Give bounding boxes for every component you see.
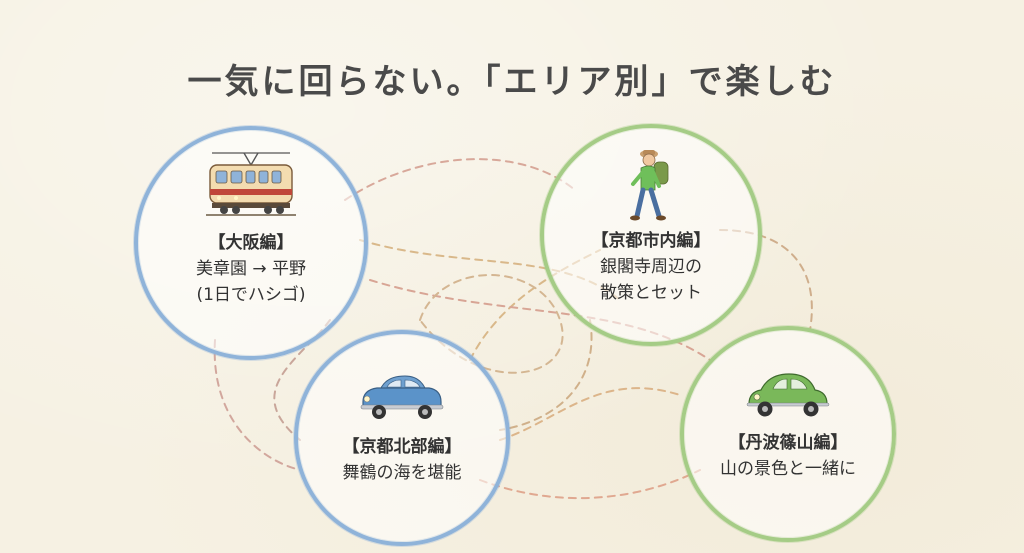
- area-heading-kyoto-north: 【京都北部編】: [342, 437, 462, 457]
- area-line-kyoto-city-2: 散策とセット: [600, 283, 702, 303]
- link-osaka-hokubu-lower: [213, 339, 301, 471]
- area-line-tamba-sasayama-1: 山の景色と一緒に: [720, 459, 856, 479]
- link-hokubu-tamba-bottom: [479, 469, 701, 500]
- area-heading-tamba-sasayama: 【丹波篠山編】: [728, 433, 848, 453]
- area-line-osaka-1: 美章園 → 平野: [195, 259, 307, 279]
- link-kyoto-hokubu-lower: [499, 319, 593, 431]
- area-circle-osaka: 【大阪編】 美章園 → 平野 (1日でハシゴ): [134, 126, 368, 360]
- train-icon: [206, 152, 296, 216]
- page-title: 一気に回らない。「エリア別」で楽しむ: [187, 62, 837, 102]
- link-hokubu-tamba-top: [499, 387, 681, 441]
- area-circle-kyoto-north: 【京都北部編】 舞鶴の海を堪能: [294, 330, 510, 546]
- link-center-loop: [419, 274, 564, 374]
- area-circle-tamba-sasayama: 【丹波篠山編】 山の景色と一緒に: [680, 326, 896, 542]
- link-osaka-kyoto-top: [344, 158, 576, 201]
- blue-car-icon: [360, 375, 444, 419]
- area-heading-kyoto-city: 【京都市内編】: [591, 231, 711, 251]
- hiker-icon: [630, 150, 669, 221]
- area-line-kyoto-north-1: 舞鶴の海を堪能: [342, 463, 462, 483]
- link-osaka-tamba: [369, 279, 711, 361]
- area-circle-kyoto-city: 【京都市内編】 銀閣寺周辺の 散策とセット: [540, 124, 762, 346]
- area-heading-osaka: 【大阪編】: [208, 233, 294, 253]
- area-line-kyoto-city-1: 銀閣寺周辺の: [600, 257, 702, 277]
- area-line-osaka-2: (1日でハシゴ): [196, 285, 306, 305]
- green-car-icon: [746, 373, 830, 417]
- link-kyoto-tamba: [719, 229, 813, 331]
